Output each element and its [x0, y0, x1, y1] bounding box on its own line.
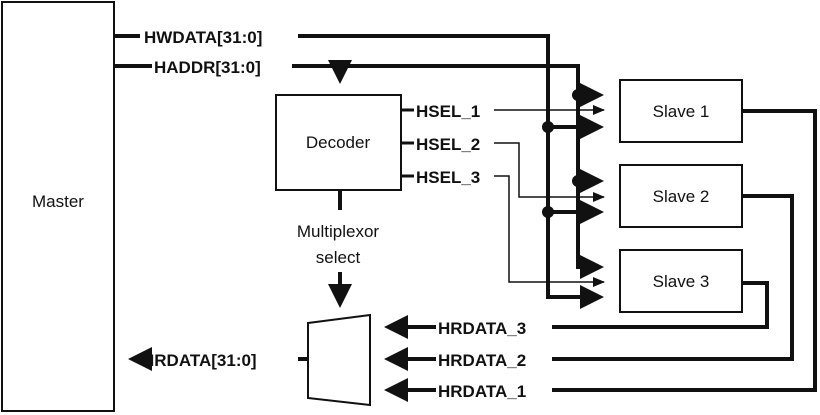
hsel-2-label: HSEL_2: [416, 135, 480, 154]
hsel-lines: [401, 105, 605, 287]
hrdata-1-label: HRDATA_1: [438, 382, 526, 401]
hrdata-2-label: HRDATA_2: [438, 351, 526, 370]
mux-select-label-line2: select: [316, 248, 361, 267]
master-block: Master: [1, 1, 115, 412]
haddr-junction-2: [572, 175, 584, 187]
hwdata-bus: [114, 34, 604, 309]
hrdata-output-label: HRDATA[31:0]: [142, 351, 257, 370]
haddr-label: HADDR[31:0]: [154, 58, 261, 77]
slave-1-block: Slave 1: [619, 79, 743, 143]
hwdata-junction-2: [542, 206, 554, 218]
slave-3-label: Slave 3: [653, 272, 710, 291]
hrdata-lines: [384, 109, 817, 402]
slave-2-label: Slave 2: [653, 187, 710, 206]
hwdata-junction-1: [542, 121, 554, 133]
master-label: Master: [32, 192, 84, 211]
hrdata-3-label: HRDATA_3: [438, 319, 526, 338]
slave-1-label: Slave 1: [653, 102, 710, 121]
haddr-junction-1: [572, 89, 584, 101]
decoder-block: Decoder: [275, 94, 402, 191]
haddr-junction-decoder: [334, 60, 346, 72]
mux-select-label-line1: Multiplexor: [297, 222, 380, 241]
decoder-label: Decoder: [306, 133, 371, 152]
hsel-1-label: HSEL_1: [416, 102, 480, 121]
slave-3-block: Slave 3: [619, 249, 743, 313]
multiplexor-shape: [307, 313, 371, 407]
slave-2-block: Slave 2: [619, 164, 743, 228]
hwdata-label: HWDATA[31:0]: [144, 28, 262, 47]
hsel-3-label: HSEL_3: [416, 168, 480, 187]
